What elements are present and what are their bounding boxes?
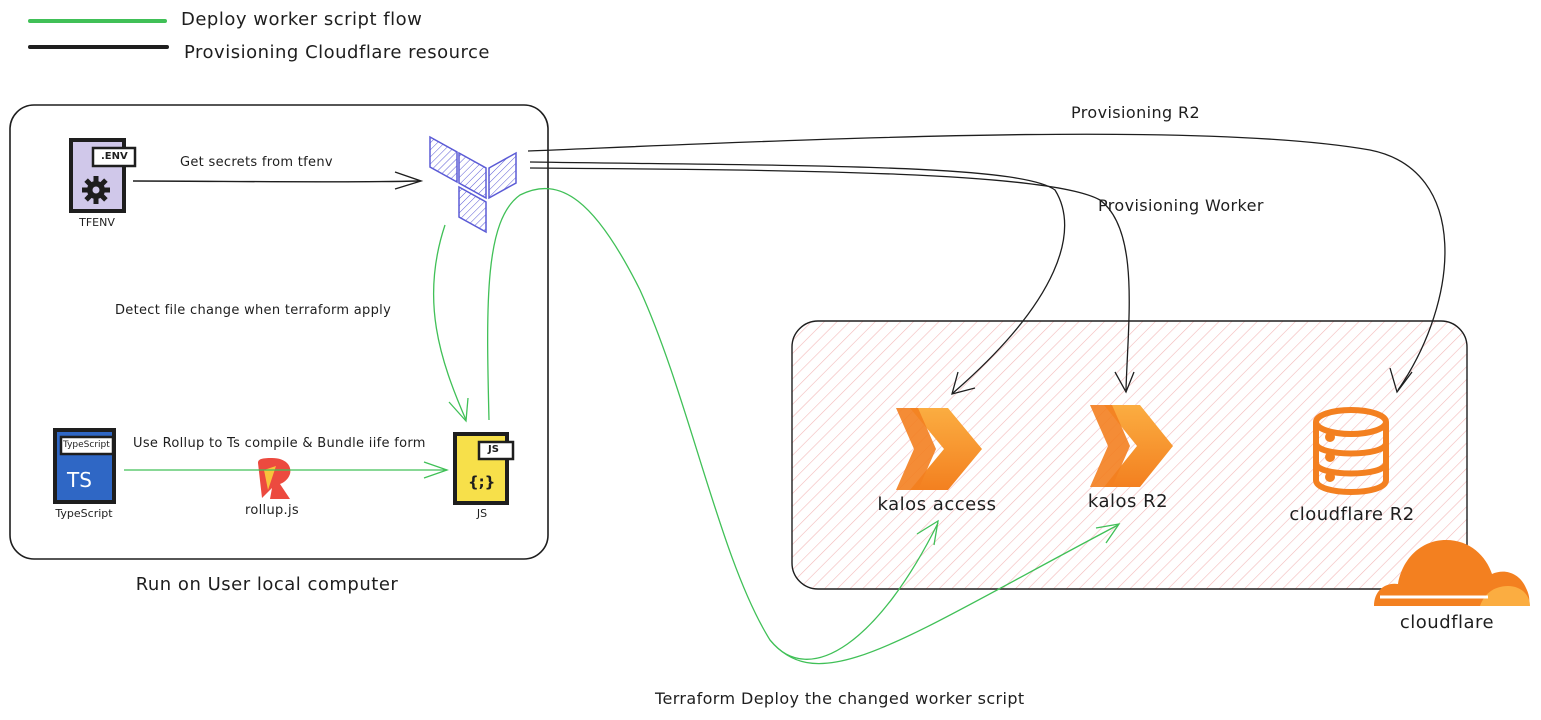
- typescript-label: TypeScript: [55, 507, 113, 520]
- cloudflare-label: cloudflare: [1399, 612, 1495, 633]
- edge-deploy-access-arrow: [916, 519, 939, 546]
- legend-provision-label: Provisioning Cloudflare resource: [184, 42, 491, 63]
- provision-worker-label: Provisioning Worker: [1098, 196, 1264, 215]
- js-file-icon: [453, 432, 515, 505]
- js-label: JS: [476, 507, 488, 520]
- terraform-icon: [429, 135, 517, 234]
- edge-ts-to-js-arrow: [423, 461, 449, 479]
- provision-r2-label: Provisioning R2: [1071, 103, 1201, 122]
- kalos-access-label: kalos access: [877, 494, 997, 515]
- cloudflare-r2-label: cloudflare R2: [1289, 504, 1415, 525]
- rollup-edge-label: Use Rollup to Ts compile & Bundle iife f…: [133, 436, 426, 451]
- tfenv-file-icon: [69, 138, 137, 213]
- js-file-tag: JS: [488, 444, 499, 455]
- edge-provision-worker-r2-arrow: [1114, 371, 1135, 394]
- local-computer-caption: Run on User local computer: [135, 574, 399, 595]
- edge-tfenv-to-terraform: [132, 180, 421, 183]
- edge-deploy-r2: [769, 524, 1119, 665]
- rollup-label: rollup.js: [245, 503, 299, 518]
- cloudflare-r2-database-icon: [1313, 407, 1389, 495]
- edge-provision-r2-arrow: [1389, 367, 1413, 394]
- get-secrets-label: Get secrets from tfenv: [180, 155, 333, 170]
- cloudflare-logo: [1374, 540, 1530, 606]
- kalos-r2-worker-icon: [1090, 405, 1173, 487]
- tfenv-label: TFENV: [79, 216, 115, 229]
- js-symbol: {;}: [468, 473, 496, 491]
- legend-deploy-label: Deploy worker script flow: [181, 9, 423, 30]
- typescript-file-tag: TypeScript: [63, 440, 110, 450]
- typescript-file-icon: [53, 428, 116, 504]
- detect-change-label: Detect file change when terraform apply: [115, 303, 392, 318]
- edge-provision-worker-r2: [529, 167, 1130, 391]
- rollup-icon: [258, 458, 291, 499]
- edge-deploy-r2-arrow: [1095, 523, 1121, 544]
- edge-provision-r2: [527, 133, 1446, 391]
- edge-terraform-detect-js-arrow: [448, 397, 469, 423]
- local-computer-container: [9, 104, 549, 560]
- edge-provision-worker-access-arrow: [951, 371, 976, 395]
- kalos-access-worker-icon: [896, 408, 982, 490]
- edge-terraform-detect-js: [432, 224, 467, 421]
- edge-js-to-terraform: [487, 187, 939, 660]
- kalos-r2-label: kalos R2: [1087, 491, 1169, 512]
- edge-provision-worker-access: [529, 161, 1066, 394]
- typescript-badge: TS: [67, 468, 92, 492]
- deploy-changed-label: Terraform Deploy the changed worker scri…: [655, 689, 1025, 708]
- edge-tfenv-to-terraform-arrow: [394, 171, 424, 190]
- tfenv-file-tag: .ENV: [101, 151, 128, 162]
